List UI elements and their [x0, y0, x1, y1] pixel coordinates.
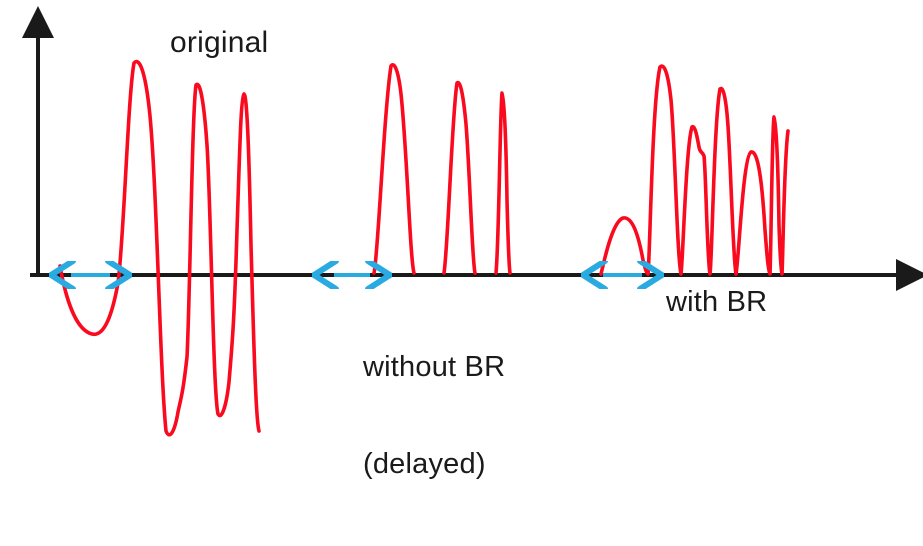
trace-without-br — [372, 63, 512, 275]
figure-canvas — [22, 6, 923, 437]
label-with-br: with BR — [666, 286, 768, 318]
trace-original — [58, 59, 261, 437]
trace-with-br — [599, 64, 790, 276]
label-without-br-line1: without BR — [363, 350, 506, 383]
label-without-br-line2: (delayed) — [363, 448, 486, 481]
label-original: original — [170, 26, 269, 59]
label-without-br: without BR (delayed) — [363, 286, 505, 546]
signal-traces — [58, 59, 790, 437]
signal-comparison-figure: original without BR (delayed) with BR — [22, 6, 923, 481]
